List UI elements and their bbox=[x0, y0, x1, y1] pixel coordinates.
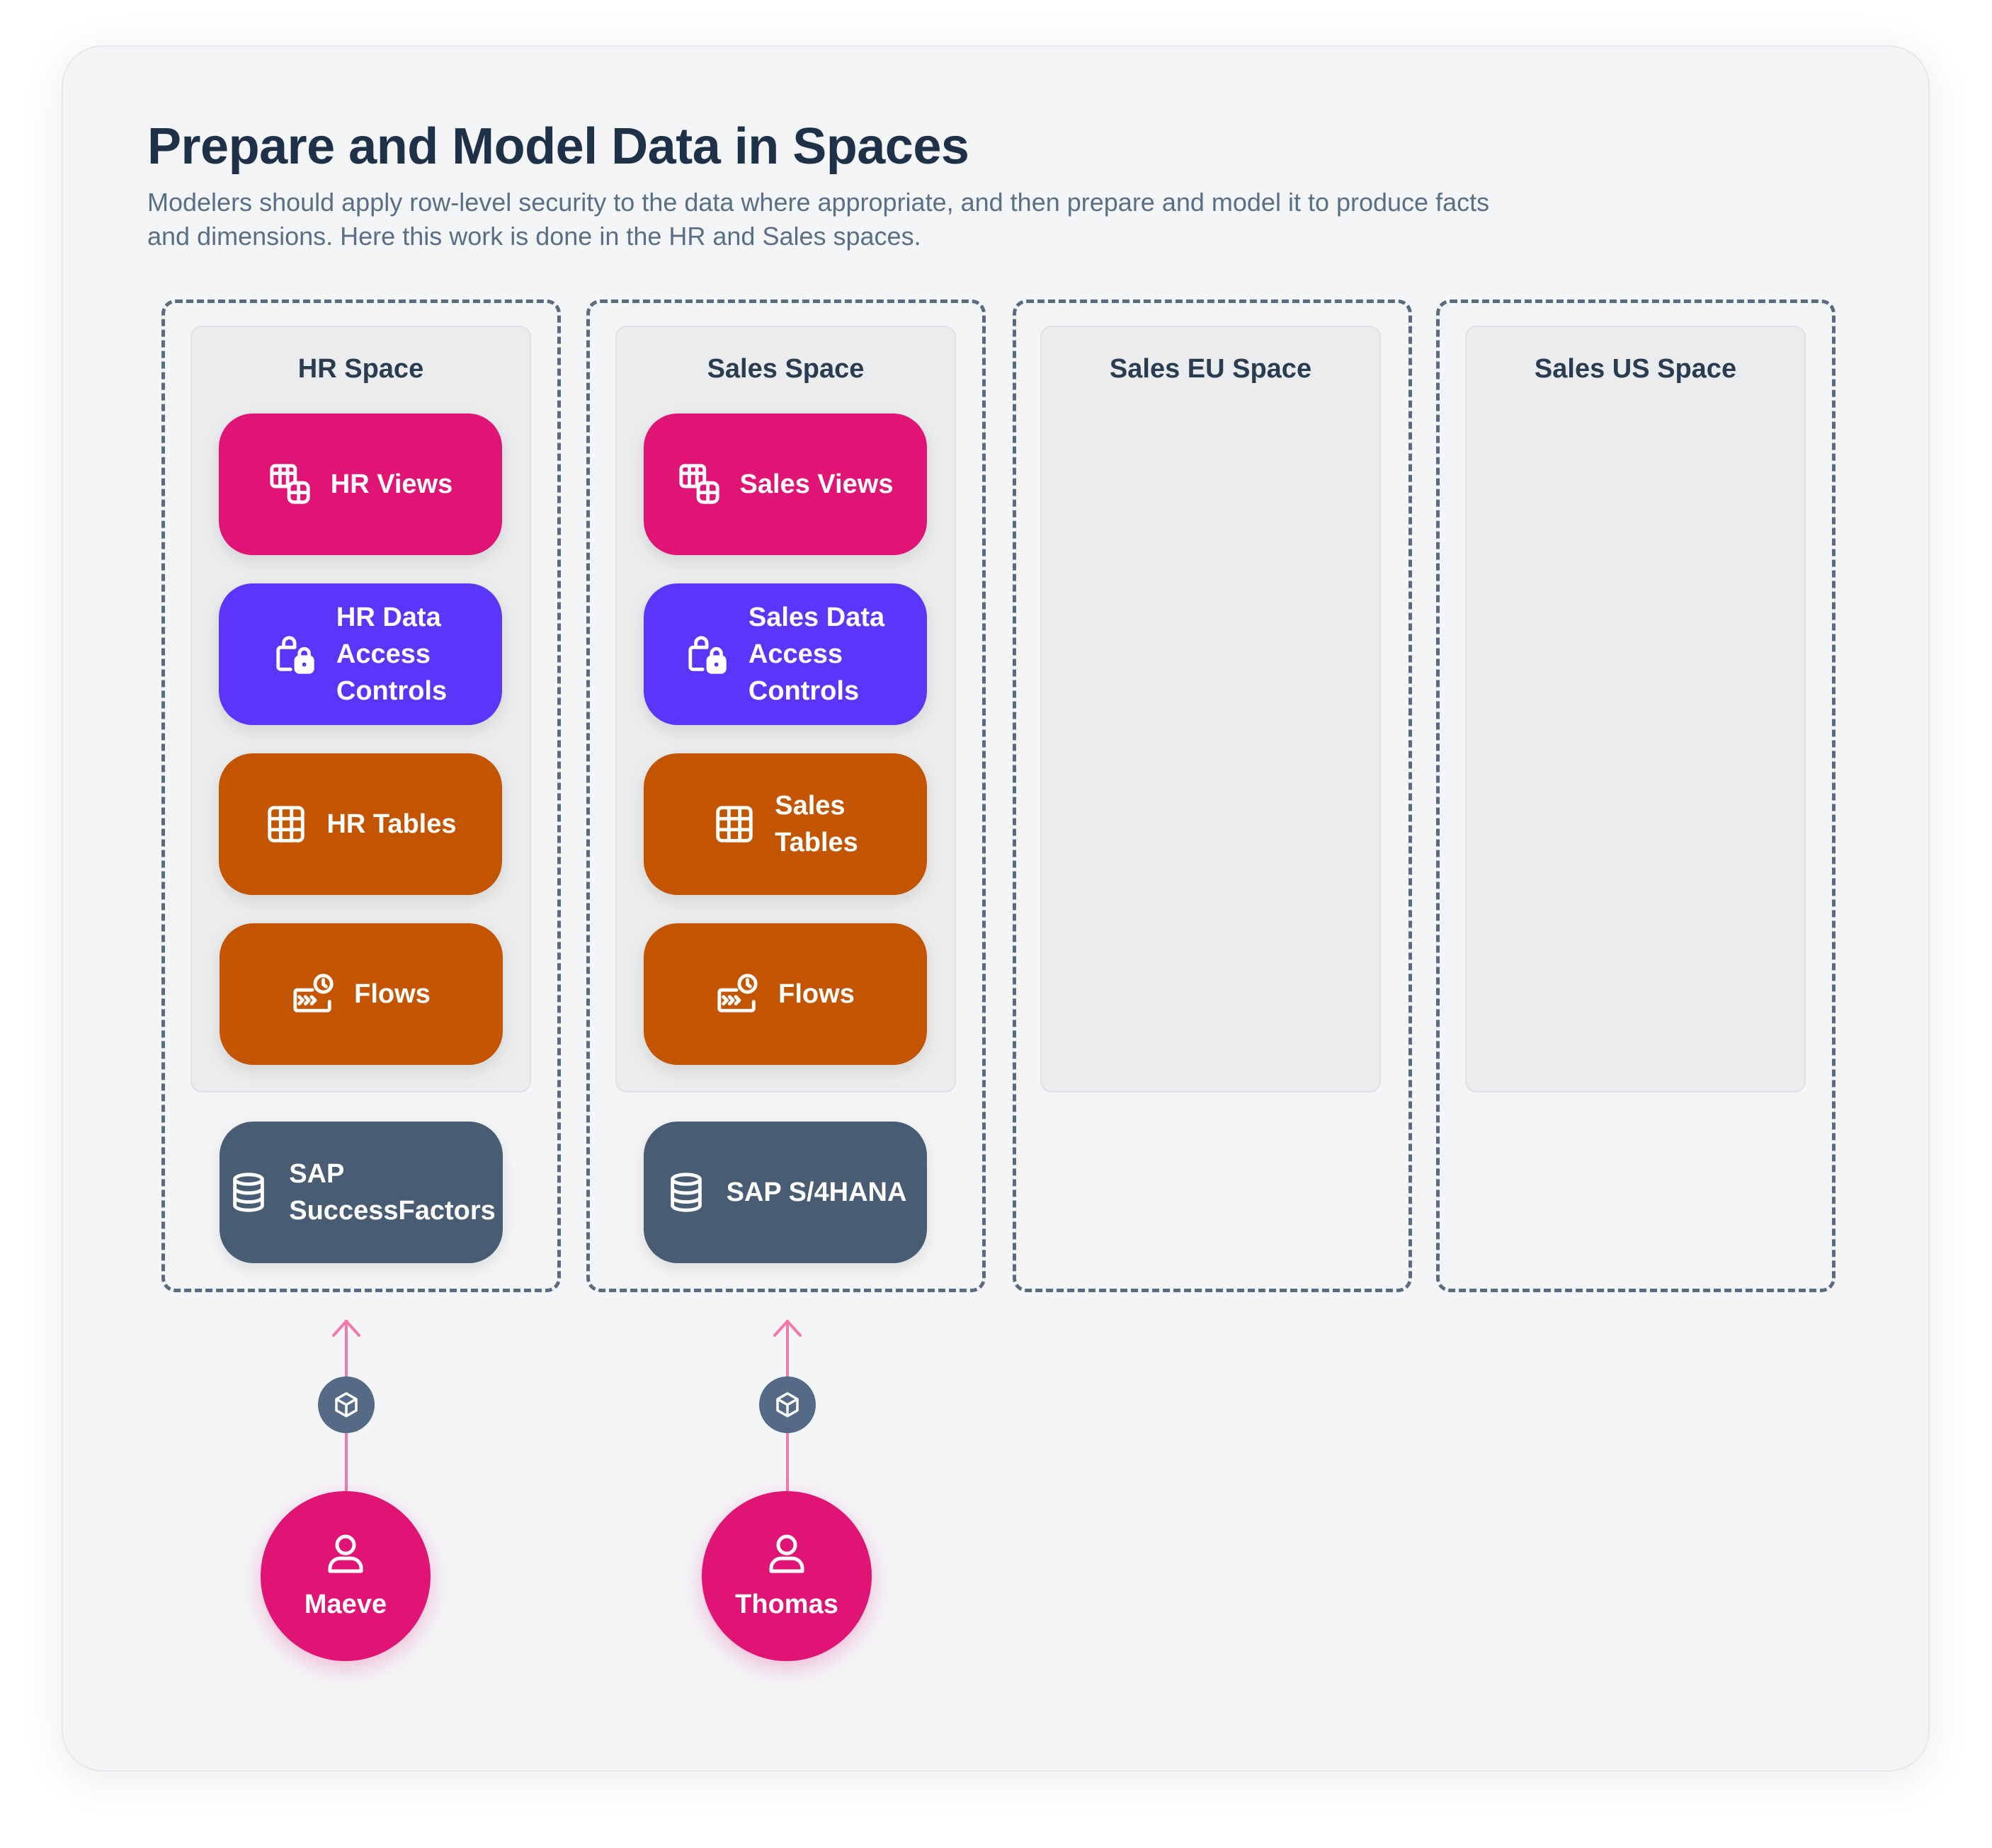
table-icon bbox=[716, 806, 753, 843]
sap-successfactors-label: SAP SuccessFactors bbox=[289, 1159, 496, 1226]
sales-us-space-label: Sales US Space bbox=[1534, 354, 1737, 384]
page-title: Prepare and Model Data in Spaces bbox=[147, 118, 969, 175]
hr-flows-tile[interactable]: Flows bbox=[220, 923, 503, 1065]
database-icon bbox=[670, 1173, 702, 1212]
sales-eu-space-boundary bbox=[1013, 300, 1412, 1292]
user-name: Maeve bbox=[304, 1589, 387, 1619]
hr-tables-label: HR Tables bbox=[326, 809, 457, 839]
data-access-controls-icon bbox=[688, 636, 727, 674]
sales-space-label: Sales Space bbox=[707, 354, 865, 384]
sap-s4hana-label: SAP S/4HANA bbox=[726, 1177, 907, 1207]
sales-eu-space-label: Sales EU Space bbox=[1109, 354, 1312, 384]
sales-us-space-boundary bbox=[1436, 300, 1836, 1292]
user-name: Thomas bbox=[735, 1589, 838, 1619]
flows-icon bbox=[293, 974, 334, 1013]
database-icon bbox=[233, 1173, 265, 1212]
sales-data-access-controls-tile[interactable]: Sales Data Access Controls bbox=[644, 583, 927, 725]
cube-icon bbox=[776, 1392, 799, 1418]
views-icon bbox=[270, 464, 310, 504]
hr-space-boundary bbox=[161, 300, 561, 1292]
sap-successfactors-tile[interactable]: SAP SuccessFactors bbox=[220, 1122, 503, 1263]
user-thomas[interactable]: Thomas bbox=[702, 1491, 872, 1661]
sales-flows-tile[interactable]: Flows bbox=[644, 923, 927, 1065]
sales-space-boundary bbox=[586, 300, 986, 1292]
cube-icon bbox=[335, 1392, 358, 1418]
sales-eu-space-panel bbox=[1040, 326, 1381, 1093]
hr-data-access-controls-tile[interactable]: HR Data Access Controls bbox=[219, 583, 502, 725]
data-access-controls-icon bbox=[276, 636, 314, 674]
user-icon bbox=[328, 1534, 363, 1573]
sales-flows-label: Flows bbox=[778, 979, 855, 1009]
sales-views-tile[interactable]: Sales Views bbox=[644, 413, 927, 555]
sales-tables-tile[interactable]: Sales Tables bbox=[644, 753, 927, 895]
views-icon bbox=[678, 464, 719, 504]
sales-dac-label: Sales Data Access Controls bbox=[748, 603, 885, 706]
hr-tables-tile[interactable]: HR Tables bbox=[219, 753, 502, 895]
user-icon bbox=[769, 1534, 804, 1573]
sap-s4hana-tile[interactable]: SAP S/4HANA bbox=[644, 1122, 927, 1263]
sales-us-space-panel bbox=[1465, 326, 1806, 1093]
hr-dac-label: HR Data Access Controls bbox=[336, 603, 448, 706]
sales-tables-label: Sales Tables bbox=[775, 791, 858, 857]
hr-space-label: HR Space bbox=[297, 354, 424, 384]
hr-views-label: HR Views bbox=[330, 469, 453, 499]
hr-flows-label: Flows bbox=[354, 979, 431, 1009]
thomas-modeler-badge bbox=[759, 1376, 816, 1433]
table-icon bbox=[268, 806, 305, 843]
maeve-modeler-badge bbox=[318, 1376, 375, 1433]
sales-views-label: Sales Views bbox=[739, 469, 894, 499]
user-maeve[interactable]: Maeve bbox=[261, 1491, 431, 1661]
hr-views-tile[interactable]: HR Views bbox=[219, 413, 502, 555]
flows-icon bbox=[717, 974, 758, 1013]
page-subtitle: Modelers should apply row-level security… bbox=[147, 188, 1490, 251]
